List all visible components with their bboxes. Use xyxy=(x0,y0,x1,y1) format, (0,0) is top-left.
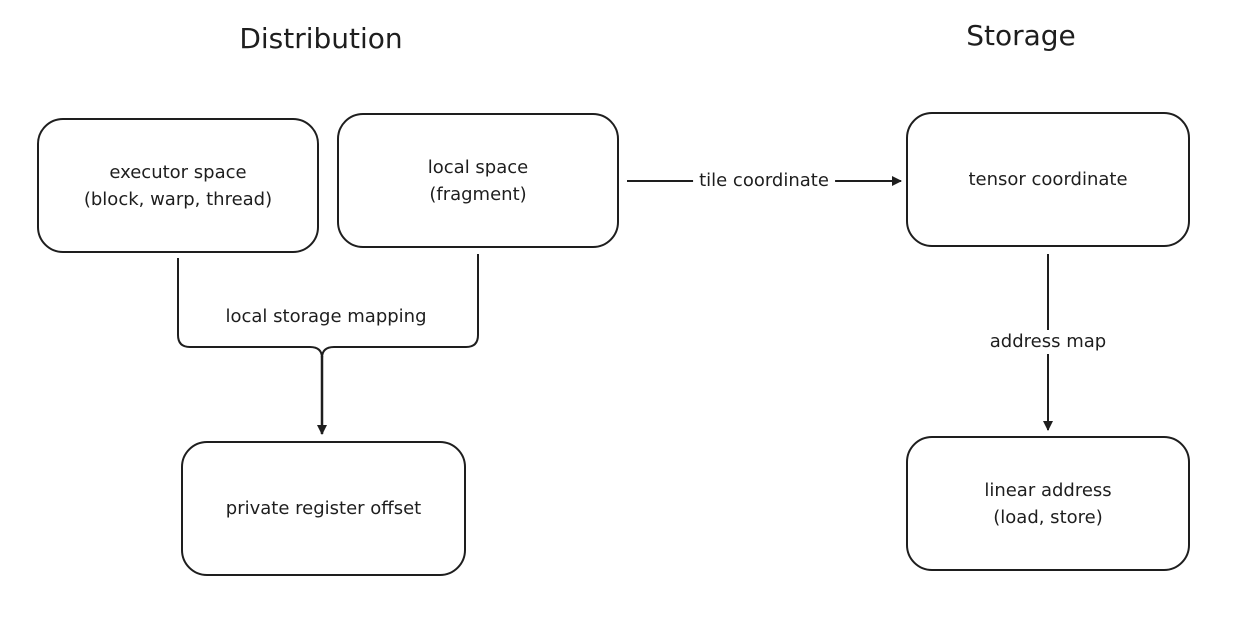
node-tensor-coordinate: tensor coordinate xyxy=(906,112,1190,247)
node-executor-space: executor space (block, warp, thread) xyxy=(37,118,319,253)
node-private-register-offset: private register offset xyxy=(181,441,466,576)
edge-label-address-map: address map xyxy=(983,330,1113,354)
node-linear-address-line2: (load, store) xyxy=(993,506,1103,528)
node-local-space-line2: (fragment) xyxy=(429,183,527,205)
node-private-register-offset-line1: private register offset xyxy=(225,498,422,519)
edge-label-tile-coordinate: tile coordinate xyxy=(693,169,835,193)
node-local-space-line1: local space xyxy=(427,156,529,178)
node-tensor-coordinate-line1: tensor coordinate xyxy=(968,169,1128,190)
heading-storage: Storage xyxy=(966,19,1076,52)
node-executor-space-line1: executor space xyxy=(109,161,247,183)
heading-distribution: Distribution xyxy=(239,22,403,55)
edge-executor-to-merge xyxy=(177,258,323,359)
node-executor-space-line2: (block, warp, thread) xyxy=(83,188,273,210)
node-linear-address-line1: linear address xyxy=(984,479,1112,501)
edge-local-to-merge xyxy=(321,254,479,359)
node-local-space: local space (fragment) xyxy=(337,113,619,248)
node-linear-address: linear address (load, store) xyxy=(906,436,1190,571)
edge-label-local-storage-mapping: local storage mapping xyxy=(225,306,427,327)
